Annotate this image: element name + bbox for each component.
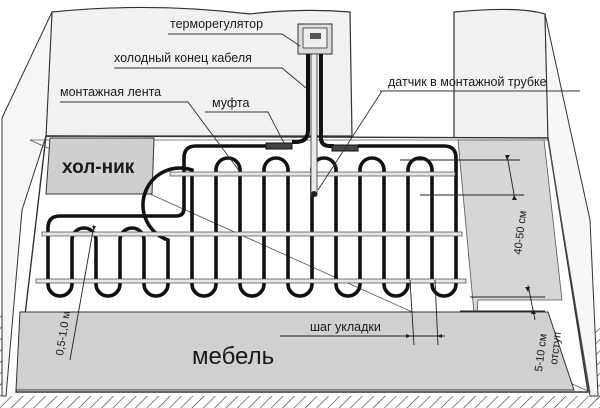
coupling-icon <box>265 142 293 150</box>
mounting-tape <box>41 231 463 237</box>
sensor-icon <box>311 191 317 197</box>
heating-cable <box>46 144 458 298</box>
label-step: шаг укладки <box>310 320 381 334</box>
label-tape-spacing: 40-50 см <box>512 210 529 255</box>
furniture-zone <box>15 311 575 391</box>
label-thermostat: терморегулятор <box>170 17 263 31</box>
thermostat-icon <box>297 23 333 55</box>
label-sensor: датчик в монтажной трубке <box>388 75 547 89</box>
mounting-tape <box>35 278 467 284</box>
dimension-lines <box>69 154 545 361</box>
right-wall <box>453 8 549 139</box>
fridge-zone <box>45 137 155 195</box>
dimension-arrows <box>92 155 536 338</box>
right-clearance-zone <box>457 139 563 336</box>
label-edge-offset-word: отступ <box>548 331 564 365</box>
cold-end-cable-left <box>292 54 310 144</box>
left-wall <box>45 6 353 137</box>
leader-lines <box>60 33 580 191</box>
right-side-wall <box>544 13 599 397</box>
label-furniture: мебель <box>192 343 274 370</box>
label-mounting-tape: монтажная лента <box>60 85 161 99</box>
label-cold-end: холодный конец кабеля <box>114 51 252 65</box>
ground-hatch-bottom <box>0 396 600 408</box>
floor-inner-edge <box>29 139 591 393</box>
label-coupling: муфта <box>212 96 249 110</box>
heating-cable-path <box>46 144 458 298</box>
sensor-conduit <box>310 53 318 197</box>
label-fridge: хол-ник <box>62 157 135 178</box>
cold-end-cable-right <box>319 54 334 148</box>
label-edge-offset: 5-10 см <box>533 333 550 372</box>
